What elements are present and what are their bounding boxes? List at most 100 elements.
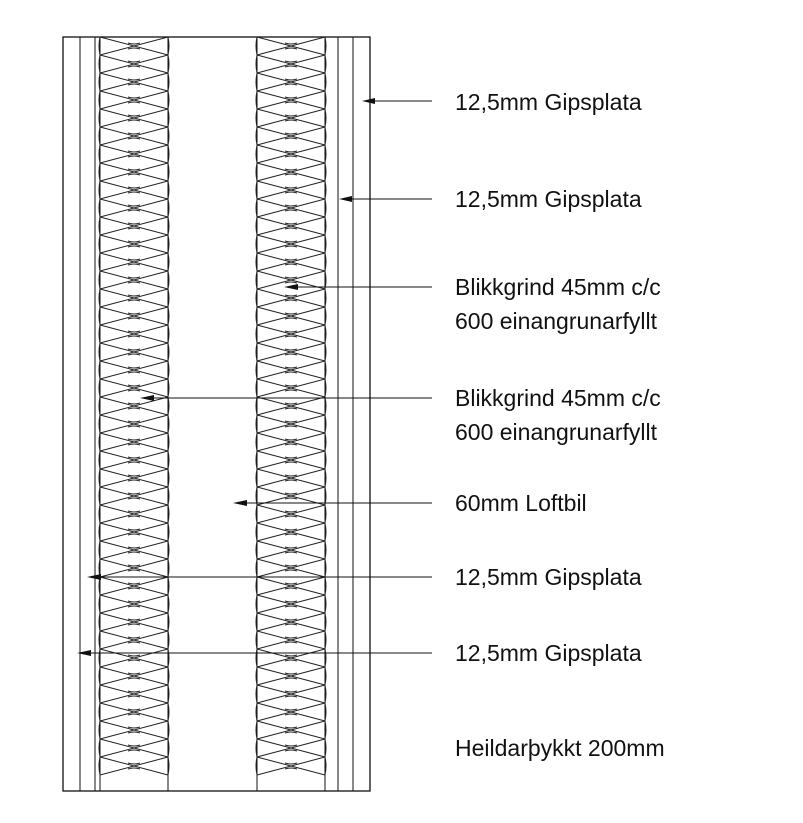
insulation-loop	[98, 756, 170, 776]
insulation-loop	[98, 396, 170, 416]
insulation-loop	[255, 666, 327, 686]
insulation-loop	[98, 72, 170, 92]
insulation-loop	[255, 306, 327, 326]
insulation-loop	[255, 252, 327, 272]
insulation-loop	[255, 270, 327, 290]
label-inner-gypsum-board-right: 12,5mm Gipsplata	[455, 186, 642, 212]
insulation-loop	[98, 342, 170, 362]
insulation-loop	[255, 54, 327, 74]
insulation-loop	[255, 558, 327, 578]
insulation-loop	[98, 486, 170, 506]
insulation-loop	[255, 738, 327, 758]
insulation-loop	[255, 468, 327, 488]
insulation-loop	[98, 162, 170, 182]
arrowhead-3	[284, 284, 298, 290]
insulation-loop	[255, 198, 327, 218]
arrowhead-1	[362, 98, 375, 104]
insulation-loop	[98, 432, 170, 452]
insulation-loop	[98, 198, 170, 218]
total-thickness-label: Heildarþykkt 200mm	[455, 735, 665, 761]
insulation-loop	[255, 450, 327, 470]
insulation-loop	[255, 612, 327, 632]
insulation-loop	[255, 216, 327, 236]
arrowhead-5	[233, 500, 247, 506]
insulation-loop	[255, 90, 327, 110]
insulation-loop	[98, 360, 170, 380]
insulation-loop	[255, 684, 327, 704]
insulation-loop	[98, 612, 170, 632]
insulation-loop	[255, 756, 327, 776]
label-inner-gypsum-board-left: 12,5mm Gipsplata	[455, 564, 642, 590]
insulation-loop	[98, 576, 170, 596]
label-stud-frame-left: Blikkgrind 45mm c/c 600 einangrunarfyllt	[455, 385, 667, 445]
insulation-loop	[255, 180, 327, 200]
insulation-loop	[98, 450, 170, 470]
label-stud-frame-right: Blikkgrind 45mm c/c 600 einangrunarfyllt	[455, 274, 667, 334]
arrowhead-6	[87, 574, 101, 580]
label-air-gap: 60mm Loftbil	[455, 490, 587, 516]
insulation-loop	[98, 324, 170, 344]
insulation-loop	[98, 378, 170, 398]
insulation-loop	[255, 162, 327, 182]
leader-lines	[77, 98, 432, 656]
insulation-loop	[98, 252, 170, 272]
label-outer-gypsum-board-left: 12,5mm Gipsplata	[455, 640, 642, 666]
insulation-loop	[255, 414, 327, 434]
insulation-loop	[98, 468, 170, 488]
insulation-loop	[255, 522, 327, 542]
insulation-loop	[255, 630, 327, 650]
insulation-loop	[98, 288, 170, 308]
wall-outline	[62, 36, 371, 792]
insulation-loop	[98, 558, 170, 578]
insulation-loop	[98, 108, 170, 128]
insulation-loop	[98, 666, 170, 686]
insulation-loop	[255, 504, 327, 524]
insulation-loop	[98, 594, 170, 614]
insulation-loop	[255, 486, 327, 506]
insulation-loop	[98, 684, 170, 704]
insulation-loop	[98, 180, 170, 200]
insulation-loop	[98, 504, 170, 524]
left-insulation-pattern	[98, 36, 170, 776]
insulation-loop	[255, 288, 327, 308]
insulation-loop	[98, 306, 170, 326]
insulation-loop	[98, 36, 170, 56]
insulation-loop	[98, 540, 170, 560]
insulation-loop	[98, 720, 170, 740]
insulation-loop	[98, 126, 170, 146]
insulation-loop	[98, 216, 170, 236]
insulation-loop	[255, 126, 327, 146]
insulation-loop	[255, 648, 327, 668]
arrowhead-7	[77, 650, 91, 656]
insulation-loop	[98, 144, 170, 164]
insulation-loop	[255, 36, 327, 56]
insulation-loop	[255, 594, 327, 614]
insulation-loop	[98, 54, 170, 74]
insulation-loop	[98, 90, 170, 110]
insulation-loop	[255, 396, 327, 416]
insulation-loop	[98, 738, 170, 758]
insulation-loop	[98, 270, 170, 290]
arrowhead-2	[339, 196, 352, 202]
right-insulation-pattern	[255, 36, 327, 776]
insulation-loop	[255, 432, 327, 452]
label-outer-gypsum-board-right: 12,5mm Gipsplata	[455, 89, 642, 115]
insulation-loop	[98, 234, 170, 254]
arrowhead-4	[140, 395, 154, 401]
insulation-loop	[255, 324, 327, 344]
insulation-loop	[255, 576, 327, 596]
insulation-loop	[98, 630, 170, 650]
insulation-loop	[98, 522, 170, 542]
insulation-loop	[255, 108, 327, 128]
insulation-loop	[255, 72, 327, 92]
insulation-loop	[98, 702, 170, 722]
insulation-loop	[255, 360, 327, 380]
insulation-loop	[98, 414, 170, 434]
insulation-loop	[98, 648, 170, 668]
insulation-loop	[255, 540, 327, 560]
insulation-loop	[255, 378, 327, 398]
insulation-loop	[255, 234, 327, 254]
insulation-loop	[255, 720, 327, 740]
insulation-loop	[255, 342, 327, 362]
